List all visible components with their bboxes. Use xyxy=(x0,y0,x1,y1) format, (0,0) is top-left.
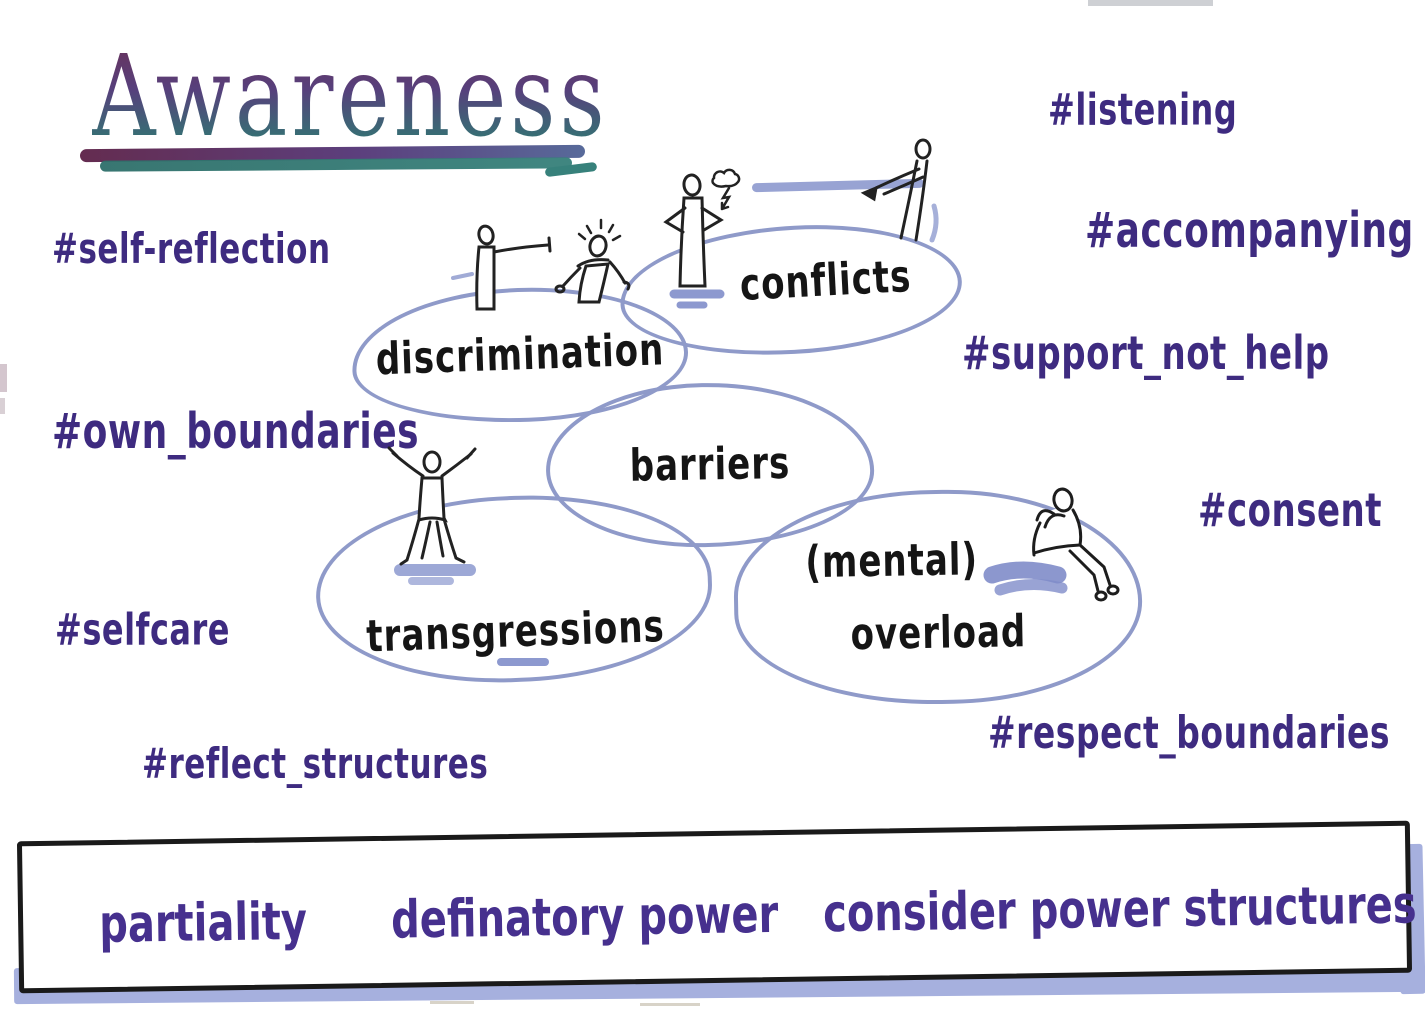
pointing-person-icon xyxy=(475,224,552,311)
accusing-person-figure-illustration xyxy=(860,138,939,243)
startled-person-icon xyxy=(554,218,631,304)
overwhelmed-sitting-figure-illustration xyxy=(983,487,1120,602)
hashtag-reflect-structures: #reflect_structures xyxy=(142,740,489,789)
bubble-label-transgressions: transgressions xyxy=(365,600,666,664)
scan-mark-bottom-2 xyxy=(640,1003,700,1006)
page-title: Awareness xyxy=(92,30,609,162)
hashtag-own-boundaries: #own_boundaries xyxy=(52,405,420,461)
figure-shadow xyxy=(669,289,725,309)
pointing-arm-person-icon xyxy=(860,138,932,242)
figure-shading xyxy=(929,203,939,243)
sketch-dash-under-transgressions xyxy=(497,658,549,666)
banner-item-definatory-power: definatory power xyxy=(390,885,779,951)
scan-smudge-top xyxy=(1088,0,1213,6)
hashtag-listening: #listening xyxy=(1048,84,1238,136)
thundercloud-icon xyxy=(711,168,741,211)
scan-mark-left-1 xyxy=(0,364,7,392)
annoyed-person-figure-illustration xyxy=(663,168,741,309)
discrimination-pair-figure-illustration xyxy=(451,218,631,311)
figure-scribble-shadow xyxy=(983,561,1068,596)
bubble-label-conflicts: conflicts xyxy=(738,250,913,312)
banner-item-consider-power-structures: consider power structures xyxy=(822,875,1418,945)
bubble-label-barriers: barriers xyxy=(629,437,791,493)
raised-arms-person-icon xyxy=(387,446,477,566)
pair-shading xyxy=(451,248,596,308)
title-underline-teal xyxy=(99,157,573,172)
figure-shadow xyxy=(394,564,476,585)
hands-on-hips-person-icon xyxy=(663,173,724,288)
banner-item-partiality: partiality xyxy=(98,892,308,955)
scan-mark-bottom-1 xyxy=(430,1001,474,1004)
hashtag-consent: #consent xyxy=(1198,484,1382,538)
principles-banner: partiality definatory power consider pow… xyxy=(16,820,1417,994)
hashtag-support-not-help: #support_not_help xyxy=(962,327,1330,381)
hashtag-accompanying: #accompanying xyxy=(1085,204,1414,260)
hashtag-respect-boundaries: #respect_boundaries xyxy=(988,706,1391,759)
arms-raised-figure-illustration xyxy=(387,446,477,585)
hashtag-selfcare: #selfcare xyxy=(55,604,230,656)
hashtag-self-reflection: #self-reflection xyxy=(52,225,331,274)
sitting-person-icon xyxy=(1032,487,1120,602)
scan-mark-left-2 xyxy=(0,398,5,414)
